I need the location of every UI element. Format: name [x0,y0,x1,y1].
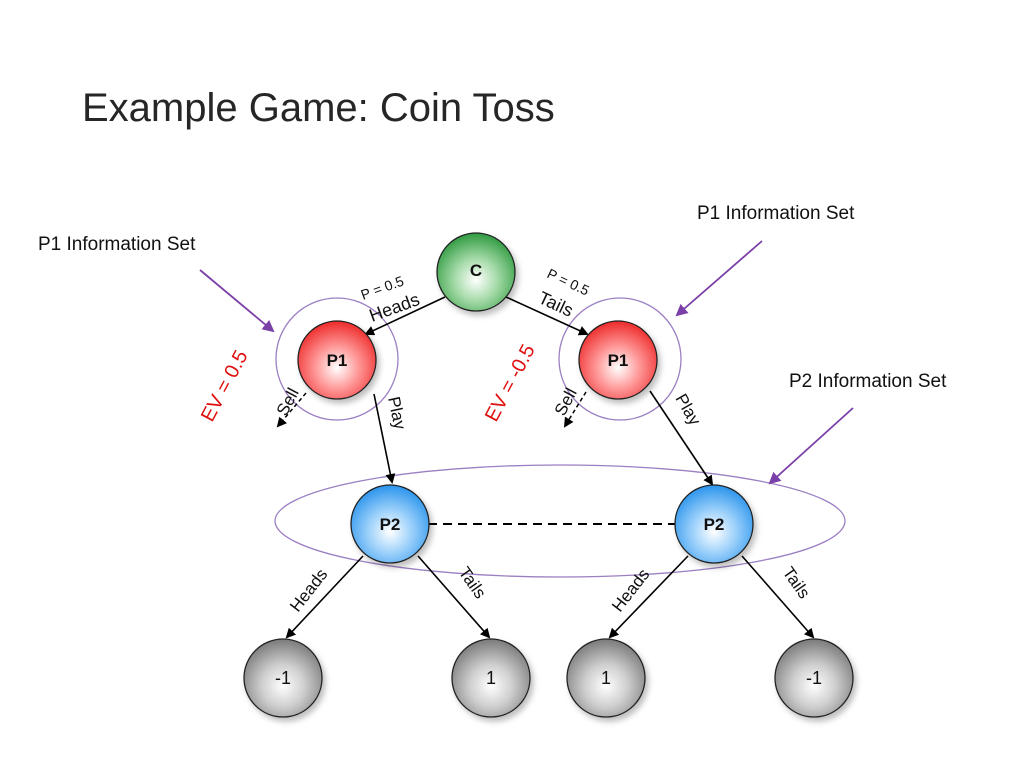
edge-p2-right-tails-label: Tails [779,563,814,602]
leaf-node-2-label: 1 [486,668,496,688]
p2-node-right: P2 [674,484,754,564]
p2-node-right-label: P2 [704,515,725,534]
edge-p2-right-heads [608,555,689,639]
edge-p2-left-heads-label: Heads [286,565,331,615]
p1-node-left: P1 [297,320,377,400]
p1-node-right: P1 [578,320,658,400]
edge-p2-left-tails [417,555,491,639]
edge-p1-left-sell-label: Sell [273,385,303,419]
edge-p2-left-tails-label: Tails [455,563,490,602]
leaf-node-2: 1 [451,638,531,718]
chance-node: C [436,232,516,312]
edge-p2-right-tails [741,555,815,639]
slide-title: Example Game: Coin Toss [82,86,555,130]
edge-chance-tails [505,296,589,336]
edge-chance-tails-label: Tails [535,287,576,320]
leaf-node-4: -1 [774,638,854,718]
callout-p1-info-set-right: P1 Information Set [697,203,855,224]
callout-arrow-p2 [768,407,854,485]
p1-node-right-label: P1 [608,351,629,370]
callout-p2-info-set: P2 Information Set [789,371,947,392]
edge-p1-right-sell-label: Sell [551,385,581,419]
edge-chance-heads [364,296,446,336]
edge-p1-left-play [373,393,396,484]
leaf-node-1-label: -1 [275,668,291,688]
p2-node-left: P2 [350,484,430,564]
p2-node-left-label: P2 [380,515,401,534]
ev-left-label: EV = 0.5 [197,347,253,426]
callout-arrow-p1-left [199,269,275,333]
edge-p1-left-play-label: Play [384,395,410,432]
chance-node-label: C [470,261,482,280]
edge-p1-left-sell [276,392,307,428]
callout-p1-info-set-left: P1 Information Set [38,234,196,255]
leaf-node-3-label: 1 [601,668,611,688]
edge-p2-right-heads-label: Heads [608,565,653,615]
p1-info-set-right-outline [558,297,682,421]
ev-right-label: EV = -0.5 [481,341,540,425]
leaf-node-4-label: -1 [806,668,822,688]
edge-p1-right-play-label: Play [672,391,705,430]
edge-p1-right-play [649,390,714,486]
edge-p2-left-heads [285,555,364,639]
callout-arrow-p1-right [675,240,763,317]
p2-info-set-outline [274,464,846,578]
leaf-node-1: -1 [243,638,323,718]
p1-info-set-left-outline [275,297,399,421]
leaf-node-3: 1 [566,638,646,718]
p1-node-left-label: P1 [327,351,348,370]
